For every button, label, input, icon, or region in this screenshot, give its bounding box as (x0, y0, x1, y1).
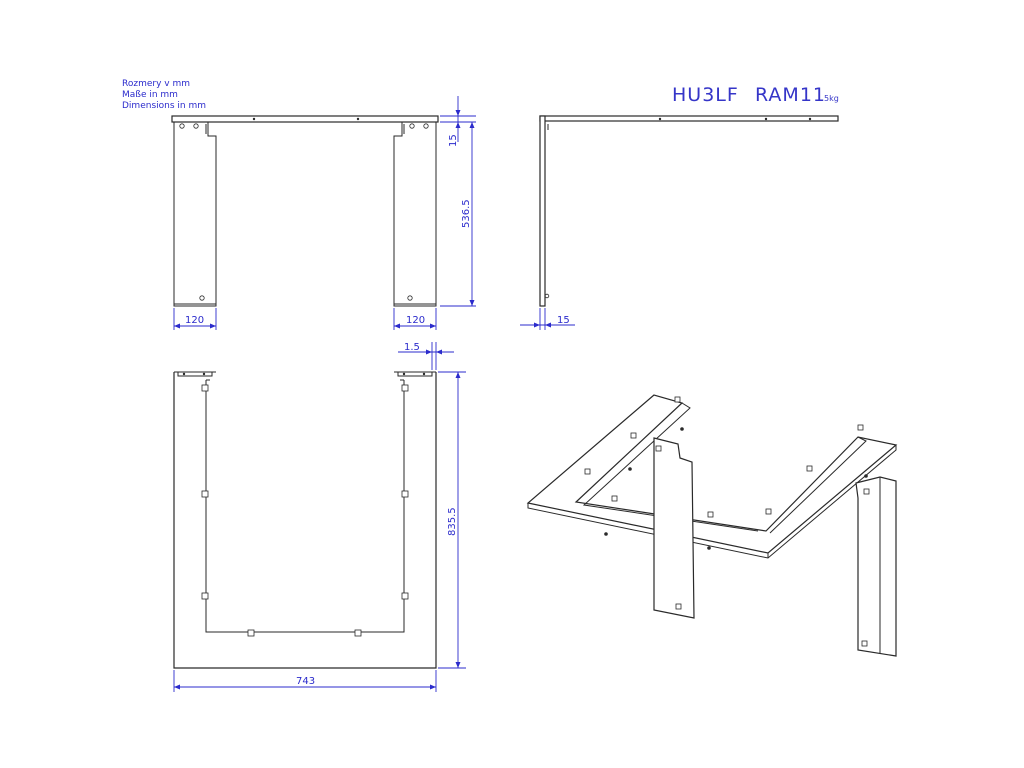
model-code: HU3LF (672, 84, 739, 106)
isometric-view (526, 394, 898, 657)
front-view (171, 115, 439, 307)
weight-label: 5kg (824, 94, 839, 103)
dim-top-thickness: 15 (448, 134, 459, 147)
front-top-plate (171, 115, 439, 123)
dim-plan-offset: 1.5 (404, 342, 420, 353)
units-note-cz: Rozmery v mm (122, 79, 190, 89)
dim-right-leg-width: 120 (406, 315, 425, 326)
units-note-en: Dimensions in mm (122, 101, 206, 111)
front-view-dimensions: 15 536.5 120 120 (173, 96, 476, 330)
side-view (539, 115, 839, 307)
iso-right-leg (855, 476, 897, 657)
plan-view-dimensions: 1.5 835.5 743 (173, 342, 466, 692)
dim-plan-depth: 835.5 (447, 507, 458, 536)
plan-outer-outline (173, 372, 437, 669)
side-leg (539, 115, 546, 307)
side-top-plate (539, 115, 839, 122)
front-right-leg (393, 122, 437, 307)
dim-plan-width: 743 (296, 676, 315, 687)
plan-inner-outline (205, 380, 405, 633)
side-view-dimensions: 15 (520, 308, 575, 330)
iso-front-leg (653, 437, 695, 619)
iso-frame-top (526, 394, 898, 554)
dim-front-height: 536.5 (461, 199, 472, 228)
plan-view (173, 371, 437, 669)
title-block: HU3LF RAM11 5kg (672, 84, 839, 106)
dim-side-thickness: 15 (557, 315, 570, 326)
units-note-de: Maße in mm (122, 90, 178, 100)
front-left-leg (173, 122, 217, 307)
units-note: Rozmery v mm Maße in mm Dimensions in mm (122, 79, 206, 111)
dim-left-leg-width: 120 (185, 315, 204, 326)
product-code: RAM11 (755, 84, 826, 106)
